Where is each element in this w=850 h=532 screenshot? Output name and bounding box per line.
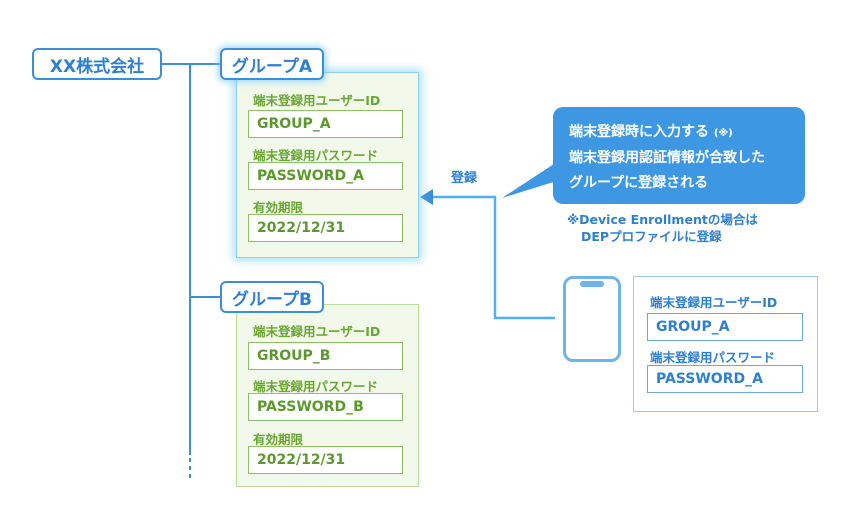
group-a-label-text: グループA [231,56,313,77]
bubble-line-1: 端末登録時に入力する (※) [569,120,805,146]
bubble-line-1-note: (※) [713,128,733,139]
device-userid-label: 端末登録用ユーザーID [650,295,778,310]
smartphone-notch [580,281,604,287]
dep-note-line-1: ※Device Enrollmentの場合は [567,212,758,227]
bubble-line-3: グループに登録される [569,175,709,191]
company-label-text: XX株式会社 [49,56,145,77]
group-b-label: グループB [220,281,324,313]
group-b-label-text: グループB [232,289,312,310]
group-b-expiry-label: 有効期限 [253,432,304,447]
device-password-input: PASSWORD_A [647,365,803,393]
dep-note-line-2: DEPプロファイルに登録 [581,229,722,244]
bubble-line-2: 端末登録用認証情報が合致した [569,150,765,166]
group-b-panel: 端末登録用ユーザーID GROUP_B 端末登録用パスワード PASSWORD_… [236,304,419,487]
group-a-userid-label: 端末登録用ユーザーID [253,93,381,108]
group-a-panel: 端末登録用ユーザーID GROUP_A 端末登録用パスワード PASSWORD_… [236,72,419,258]
company-label: XX株式会社 [32,48,162,80]
device-credentials-panel: 端末登録用ユーザーID GROUP_A 端末登録用パスワード PASSWORD_… [633,276,818,412]
registration-label: 登録 [451,171,478,186]
group-a-userid-value: GROUP_A [248,110,403,138]
dep-note: ※Device Enrollmentの場合は DEPプロファイルに登録 [567,211,758,245]
device-password-label: 端末登録用パスワード [650,350,776,365]
device-userid-input: GROUP_A [647,313,803,341]
registration-arrowhead [420,189,433,205]
group-a-label: グループA [220,48,324,80]
group-b-userid-label: 端末登録用ユーザーID [253,324,381,339]
group-b-userid-value: GROUP_B [248,342,403,370]
group-a-password-label: 端末登録用パスワード [253,148,379,163]
group-a-expiry-value: 2022/12/31 [248,214,403,242]
bubble-line-1-text: 端末登録時に入力する [569,124,709,140]
registration-path-line [432,195,555,320]
bubble-tail [502,160,560,198]
group-b-password-value: PASSWORD_B [248,393,403,421]
group-b-password-label: 端末登録用パスワード [253,379,379,394]
group-a-expiry-label: 有効期限 [253,200,304,215]
smartphone-icon [563,276,621,362]
explanation-bubble: 端末登録時に入力する (※) 端末登録用認証情報が合致した グループに登録される [553,107,805,204]
group-b-expiry-value: 2022/12/31 [248,446,403,474]
group-a-password-value: PASSWORD_A [248,162,403,190]
